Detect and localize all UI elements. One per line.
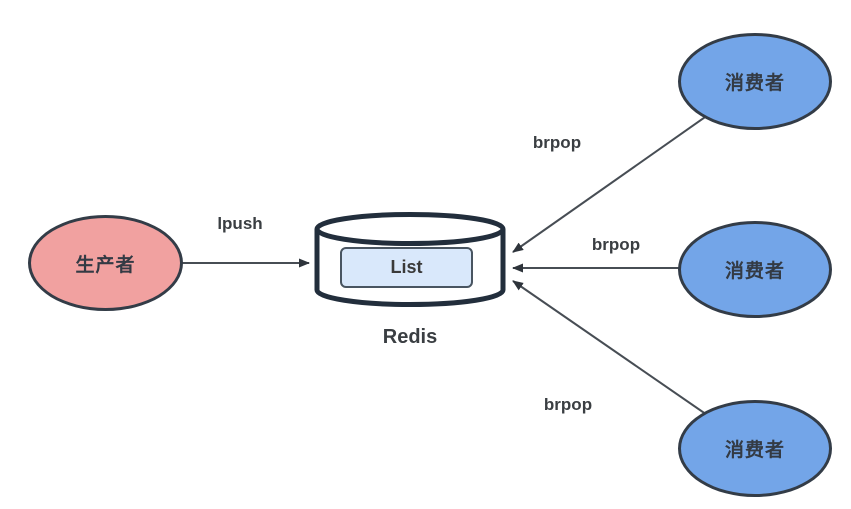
list-label: List	[390, 257, 423, 277]
consumer-node-bottom: 消费者	[678, 400, 832, 497]
brpop-edge-label-top: brpop	[532, 133, 582, 152]
lpush-edge-label: lpush	[217, 214, 263, 233]
redis-label: Redis	[382, 326, 438, 348]
brpop-edge-label-middle: brpop	[591, 235, 641, 254]
producer-node: 生产者	[28, 215, 183, 311]
consumer-node-top: 消费者	[678, 33, 832, 130]
producer-label: 生产者	[75, 254, 136, 276]
consumer-label: 消费者	[724, 73, 785, 94]
consumer-label: 消费者	[724, 261, 785, 282]
consumer-node-middle: 消费者	[678, 221, 832, 318]
consumer-label: 消费者	[724, 440, 785, 461]
list-box: List	[340, 247, 473, 288]
brpop-edge-label-bottom: brpop	[543, 395, 593, 414]
